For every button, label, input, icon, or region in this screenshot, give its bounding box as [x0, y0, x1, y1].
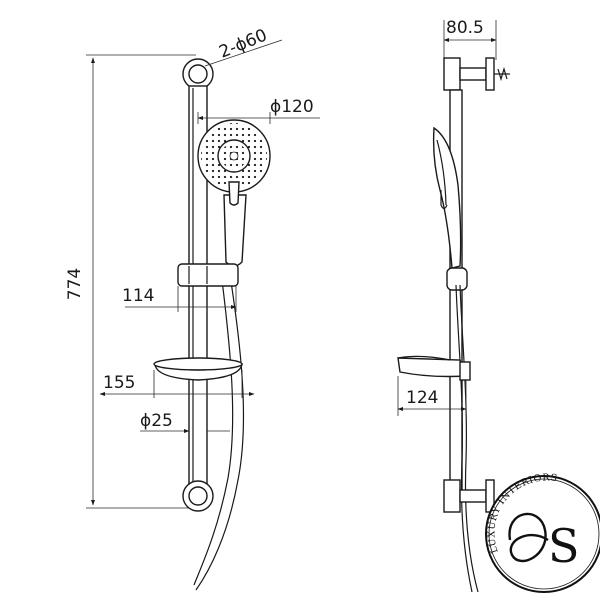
shower-hose [193, 274, 245, 591]
side-hand-shower [432, 126, 462, 269]
holder-offset-label: 114 [122, 286, 154, 306]
bracket-diameter-dimension: 2-ϕ60 [204, 25, 283, 67]
wall-projection-label: 80.5 [446, 18, 484, 38]
logo-monogram: S [548, 519, 580, 573]
holder-offset-dimension: 114 [122, 286, 237, 312]
hand-shower [197, 119, 271, 267]
bracket-diameter-label: 2-ϕ60 [216, 25, 270, 62]
side-hose [455, 284, 479, 593]
top-wall-bracket [182, 58, 214, 90]
overall-height-dimension: 774 [65, 54, 196, 509]
head-diameter-dimension: ϕ120 [197, 97, 320, 124]
dish-width-label: 155 [103, 373, 135, 393]
side-view: 80.5 [397, 18, 510, 593]
side-top-bracket [443, 57, 510, 91]
logo-swirl [508, 512, 549, 562]
wall-projection-dimension: 80.5 [443, 18, 497, 60]
rail-diameter-label: ϕ25 [140, 411, 173, 431]
head-diameter-label: ϕ120 [270, 97, 314, 117]
side-soap-dish [397, 355, 471, 381]
rail-diameter-dimension: ϕ25 [140, 411, 230, 433]
overall-height-label: 774 [65, 268, 85, 300]
hand-shower-holder [177, 263, 239, 287]
dish-depth-dimension: 124 [397, 376, 467, 416]
side-bottom-bracket [443, 479, 495, 513]
dish-depth-label: 124 [406, 388, 438, 408]
front-view: 774 2-ϕ60 [65, 25, 320, 591]
dish-width-dimension: 155 [99, 370, 255, 398]
bottom-wall-bracket [182, 480, 214, 512]
side-holder [446, 267, 468, 291]
luxury-interiors-logo: LUXURY INTERIORS S [485, 472, 600, 593]
soap-dish [153, 357, 243, 381]
